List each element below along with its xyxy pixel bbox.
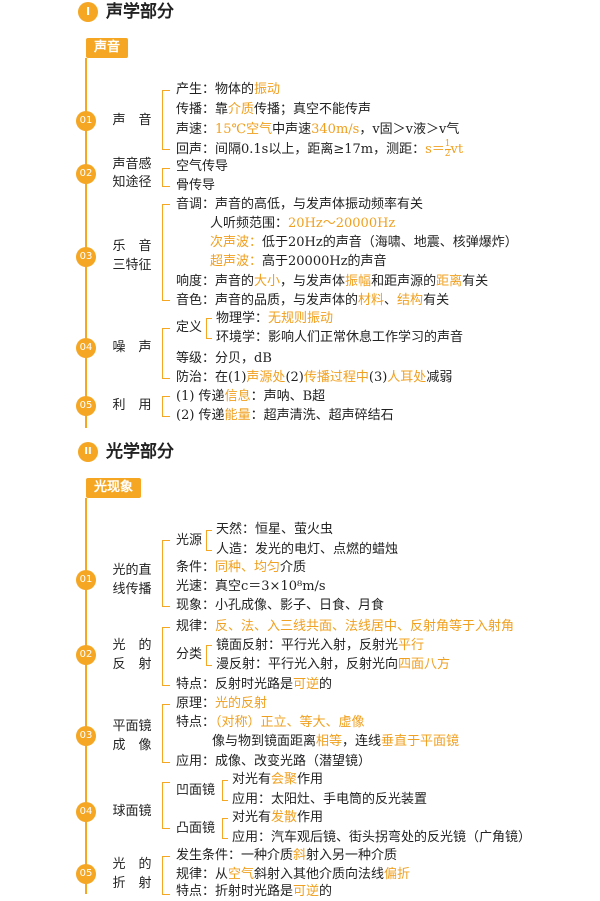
- text-line: 特点：折射时光路是可逆的: [176, 884, 333, 899]
- text-line: 传播：靠介质传播；真空不能传声: [176, 102, 372, 117]
- text-line: 空气传导: [176, 159, 229, 174]
- text-line: 物理学：无规则振动: [216, 311, 334, 326]
- text-line: 超声波：高于20000Hz的声音: [210, 254, 387, 269]
- text-line: 光源: [176, 533, 203, 548]
- text-line: 镜面反射：平行光入射，反射光平行: [216, 638, 425, 653]
- item-number-badge: 05: [76, 864, 96, 884]
- text-line: (1) 传递信息：声呐、B超: [176, 389, 326, 404]
- text-line: 条件：同种、均匀介质: [176, 560, 307, 575]
- item-number-badge: 03: [76, 726, 96, 746]
- topic-label: 平面镜: [112, 719, 152, 734]
- item-number-badge: 04: [76, 338, 96, 358]
- topic-label: 声 音: [112, 113, 152, 128]
- topic-label: 噪 声: [112, 340, 152, 355]
- text-line: 发生条件：一种介质斜射入另一种介质: [176, 848, 398, 863]
- text-line: 凸面镜: [176, 821, 216, 836]
- item-number-badge: 04: [76, 802, 96, 822]
- text-line: 防治：在(1)声源处(2)传播过程中(3)人耳处减弱: [176, 370, 453, 385]
- section-number-badge: I: [78, 2, 98, 22]
- text-line: 对光有发散作用: [232, 810, 324, 825]
- topic-label: 球面镜: [112, 804, 152, 819]
- text-line: 特点：反射时光路是可逆的: [176, 677, 333, 692]
- text-line: 人造：发光的电灯、点燃的蜡烛: [216, 542, 399, 557]
- text-line: 定义: [176, 320, 203, 335]
- text-line: 应用：太阳灶、手电筒的反光装置: [232, 792, 428, 807]
- text-line: 应用：汽车观后镜、街头拐弯处的反光镜（广角镜）: [232, 830, 532, 845]
- topic-label: 乐 音: [112, 239, 152, 254]
- bracket: [162, 90, 163, 150]
- text-line: 分类: [176, 647, 203, 662]
- topic-label: 光 的: [112, 857, 152, 872]
- item-number-badge: 03: [76, 247, 96, 267]
- topic-label: 线传播: [112, 582, 152, 597]
- text-line: 原理：光的反射: [176, 696, 268, 711]
- text-line: 骨传导: [176, 178, 216, 193]
- topic-label: 声音感: [112, 157, 152, 172]
- text-line: 特点：（对称）正立、等大、虚像: [176, 715, 365, 730]
- text-line: 天然：恒星、萤火虫: [216, 522, 334, 537]
- text-line: 环境学：影响人们正常休息工作学习的声音: [216, 330, 464, 345]
- topic-label: 成 像: [112, 738, 152, 753]
- topic-label: 反 射: [112, 657, 152, 672]
- text-line: 音调：声音的高低，与发声体振动频率有关: [176, 197, 424, 212]
- timeline-line: [85, 58, 87, 428]
- text-line: 漫反射：平行光入射，反射光向四面八方: [216, 657, 451, 672]
- item-number-badge: 05: [76, 396, 96, 416]
- item-number-badge: 02: [76, 645, 96, 665]
- text-line: (2) 传递能量：超声清洗、超声碎结石: [176, 408, 394, 423]
- section-title: 光学部分: [106, 442, 174, 462]
- text-line: 次声波：低于20Hz的声音（海啸、地震、核弹爆炸）: [210, 235, 518, 250]
- text-line: 响度：声音的大小，与发声体振幅和距声源的距离有关: [176, 274, 489, 289]
- text-line: 等级：分贝，dB: [176, 351, 272, 366]
- topic-label: 知途径: [112, 175, 152, 190]
- section-title: 声学部分: [106, 2, 174, 22]
- text-line: 现象：小孔成像、影子、日食、月食: [176, 598, 385, 613]
- text-line: 光速：真空c＝3×10⁸m/s: [176, 579, 326, 594]
- text-line: 对光有会聚作用: [232, 772, 324, 787]
- topic-label: 折 射: [112, 876, 152, 891]
- topic-label: 光 的: [112, 638, 152, 653]
- section-number-badge: II: [78, 442, 98, 462]
- text-line: 凹面镜: [176, 783, 216, 798]
- topic-label: 三特征: [112, 258, 152, 273]
- text-line: 人听频范围：20Hz～20000Hz: [210, 216, 396, 231]
- topic-tag: 光现象: [86, 478, 142, 498]
- topic-tag: 声音: [86, 38, 129, 58]
- item-number-badge: 02: [76, 164, 96, 184]
- text-line: 声速：15℃空气中声速340m/s，v固＞v液＞v气: [176, 122, 460, 137]
- item-number-badge: 01: [76, 111, 96, 131]
- topic-label: 光的直: [112, 563, 152, 578]
- topic-label: 利 用: [112, 398, 152, 413]
- text-line: 应用：成像、改变光路（潜望镜）: [176, 754, 372, 769]
- text-line: 音色：声音的品质，与发声体的材料、结构有关: [176, 293, 450, 308]
- text-line: 规律：从空气斜射入其他介质向法线偏折: [176, 867, 411, 882]
- item-number-badge: 01: [76, 570, 96, 590]
- text-line: 规律：反、法、入三线共面、法线居中、反射角等于入射角: [176, 619, 515, 634]
- timeline-line: [85, 498, 87, 894]
- text-line: 像与物到镜面距离相等，连线垂直于平面镜: [212, 734, 460, 749]
- text-line: 产生：物体的振动: [176, 82, 281, 97]
